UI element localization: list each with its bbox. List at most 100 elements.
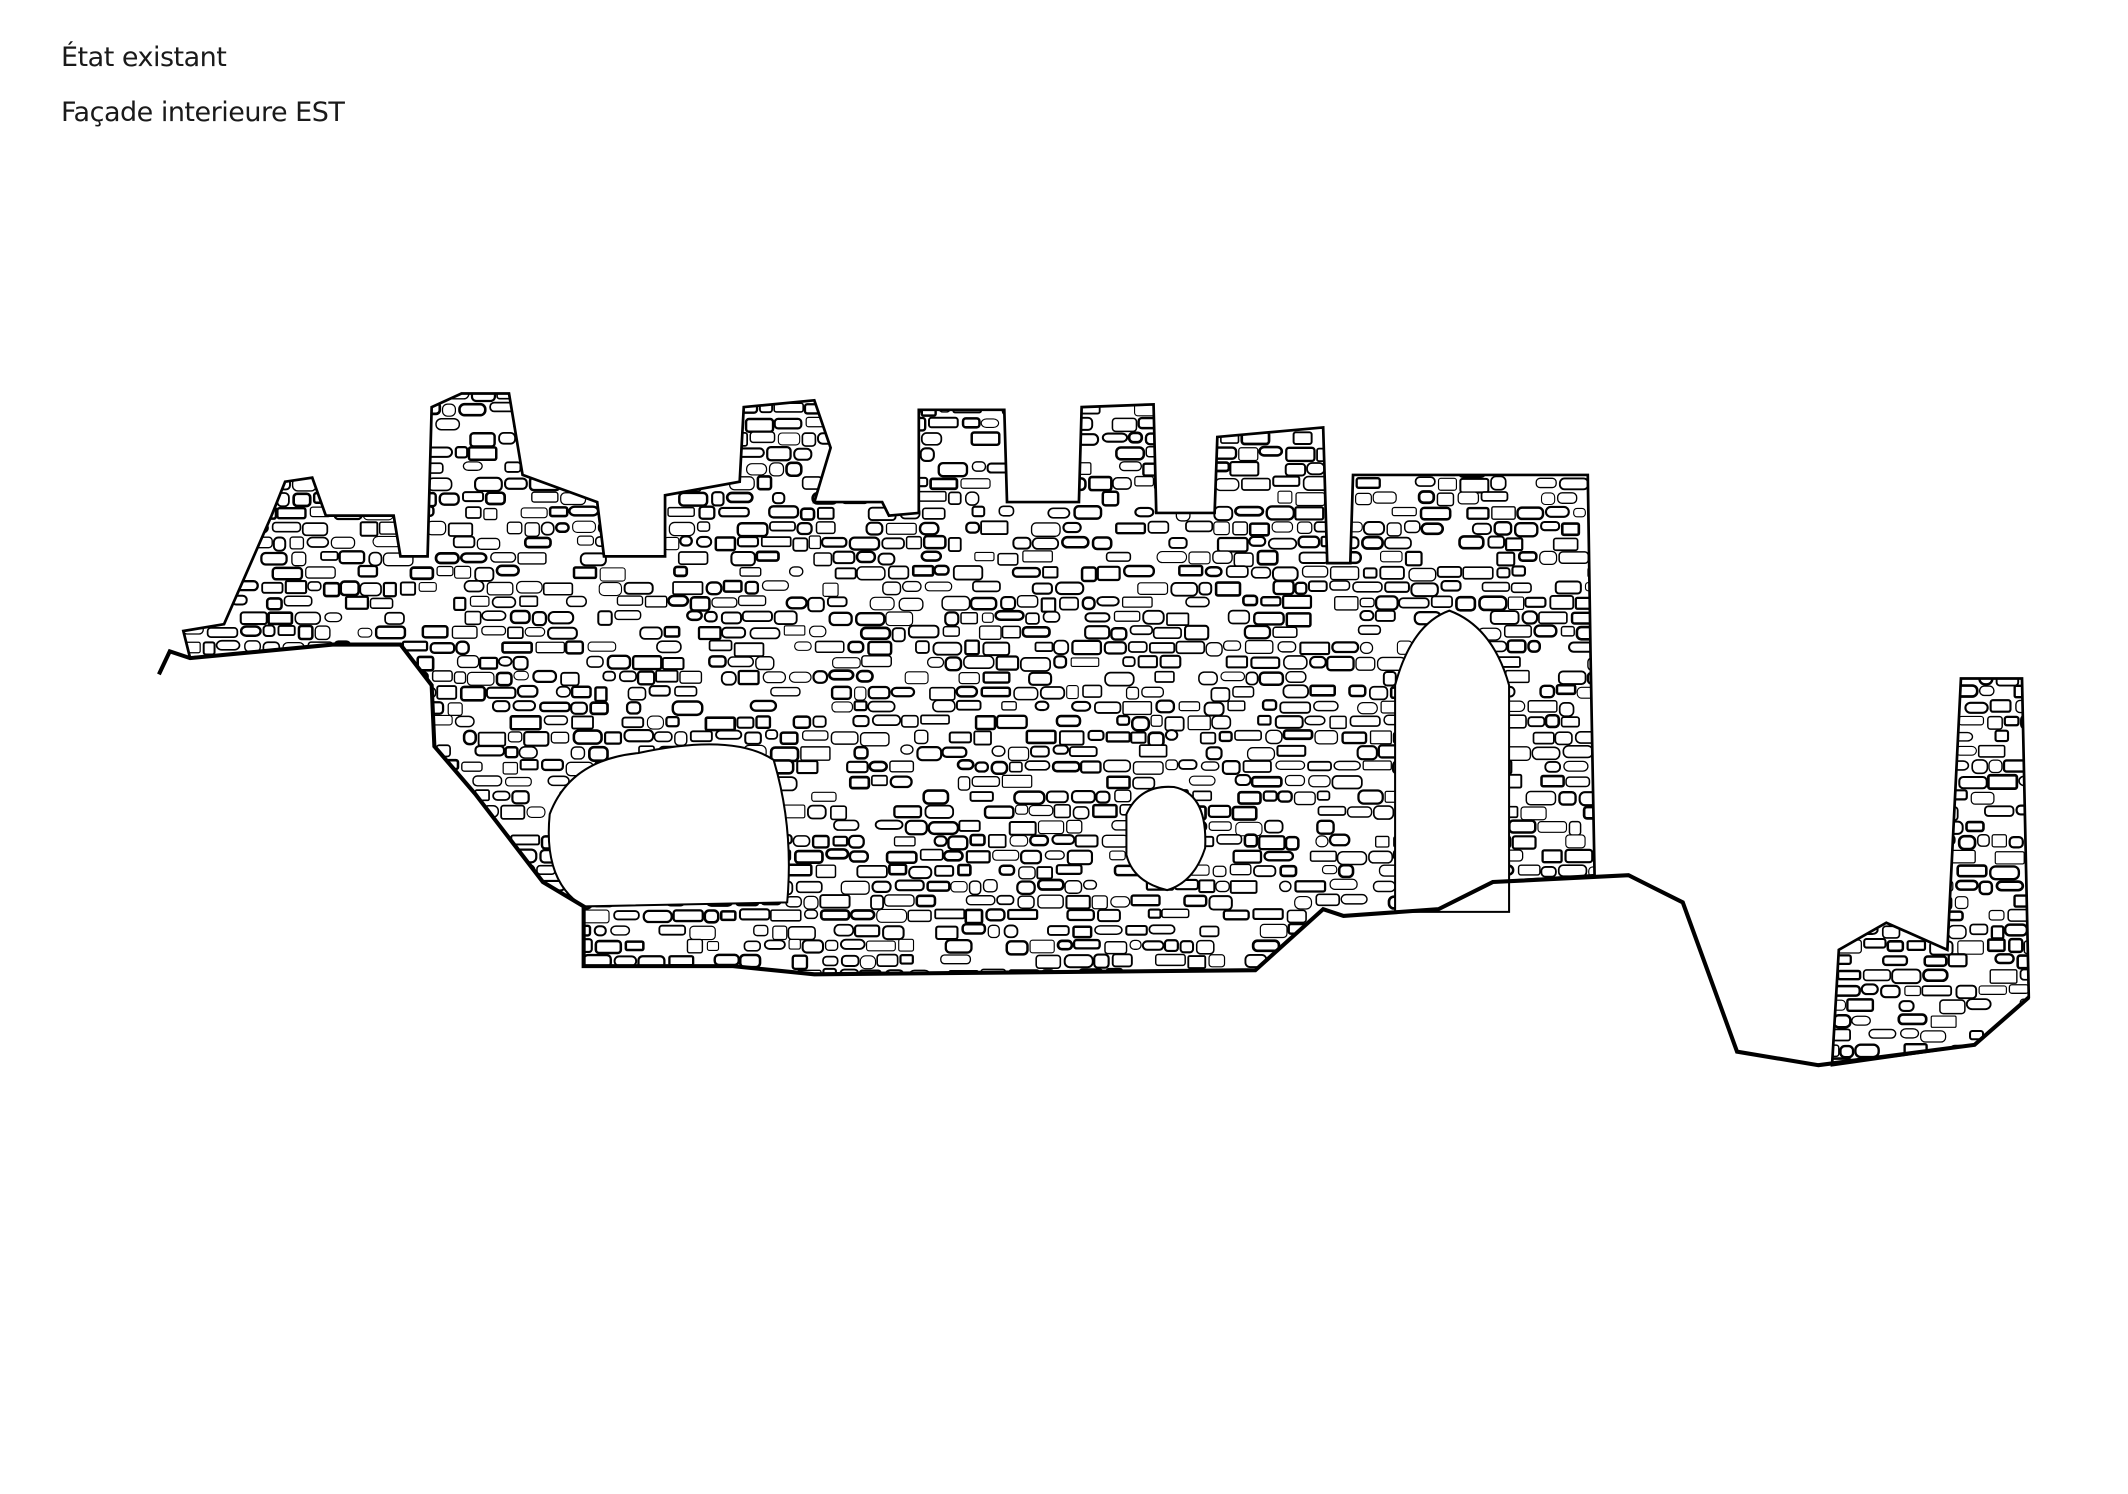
stone (1725, 879, 1744, 890)
stone (1205, 746, 1223, 761)
stone (352, 1014, 380, 1028)
stone (696, 393, 719, 400)
stone (1933, 565, 1958, 579)
stone (1104, 940, 1128, 955)
stone (1430, 595, 1453, 608)
stone (788, 671, 812, 683)
stone (1262, 790, 1278, 802)
stone (339, 656, 370, 670)
stone (418, 581, 437, 592)
stone (413, 714, 428, 726)
stone (746, 393, 773, 401)
stone (876, 953, 899, 967)
stone (1989, 969, 2018, 984)
stone (766, 445, 792, 462)
stone (905, 535, 923, 550)
stone (1544, 761, 1562, 773)
stone (440, 880, 461, 894)
stone (419, 1013, 443, 1027)
stone (1665, 567, 1698, 578)
stone (339, 580, 360, 597)
stone (1747, 402, 1768, 415)
stone (456, 654, 480, 669)
stone (1097, 908, 1121, 923)
stone (331, 669, 348, 680)
stone (885, 850, 918, 865)
stone (1554, 938, 1570, 954)
stone (1436, 492, 1455, 507)
stone (1789, 415, 1809, 432)
stone (219, 937, 234, 954)
stone (2013, 564, 2029, 578)
stone (1689, 893, 1709, 907)
stone (1709, 805, 1736, 820)
stone (305, 566, 336, 579)
stone (1995, 880, 2025, 892)
stone (1993, 625, 2008, 640)
stone (921, 1000, 954, 1013)
stone (800, 746, 831, 761)
stone (796, 760, 819, 775)
stone (834, 567, 857, 580)
stone (368, 1043, 386, 1060)
stone (1091, 895, 1108, 910)
stone (206, 626, 239, 638)
stone (1595, 1029, 1612, 1044)
stone (153, 477, 168, 487)
stone (1016, 880, 1036, 895)
stone (357, 939, 385, 954)
stone (516, 684, 539, 698)
stone (242, 433, 260, 444)
stone (279, 788, 303, 800)
stone (1886, 940, 1905, 953)
stone (1244, 639, 1274, 655)
stone (1213, 521, 1230, 536)
stone (1386, 522, 1402, 537)
stone (342, 1043, 367, 1059)
stone (1328, 833, 1351, 847)
stone (320, 895, 339, 909)
stone (1904, 985, 1921, 997)
stone (1531, 746, 1561, 761)
stone (792, 537, 809, 552)
stone (1225, 565, 1249, 578)
stone (1881, 611, 1896, 624)
stone (1566, 462, 1595, 476)
stone (239, 835, 270, 850)
stone (1253, 611, 1285, 626)
stone (156, 837, 176, 849)
stone (1980, 565, 2001, 578)
stone (327, 790, 357, 803)
stone (1001, 401, 1033, 417)
stone (620, 461, 642, 476)
stone (1807, 551, 1834, 566)
stone (1520, 806, 1547, 821)
stone (467, 970, 499, 982)
stone (198, 597, 229, 609)
stone (542, 582, 574, 596)
stone (1724, 402, 1748, 414)
stone (869, 1029, 883, 1042)
stone (1857, 656, 1871, 669)
stone (1024, 760, 1051, 771)
stone (1306, 462, 1326, 476)
stone (711, 1027, 733, 1042)
stone (289, 700, 316, 715)
stone (547, 775, 570, 787)
stone (1129, 625, 1154, 636)
stone (1605, 730, 1621, 746)
stone (1962, 401, 1989, 415)
stone (1054, 581, 1085, 596)
stone (1335, 476, 1353, 492)
stone (792, 835, 811, 847)
stone (495, 671, 513, 687)
stone (1198, 671, 1218, 686)
stone (1198, 581, 1213, 596)
stone (199, 700, 225, 714)
stone (1307, 580, 1328, 592)
stone (336, 403, 360, 418)
stone (1808, 418, 1833, 431)
stone (556, 953, 583, 965)
stone (637, 1058, 660, 1066)
stone (2015, 699, 2029, 714)
